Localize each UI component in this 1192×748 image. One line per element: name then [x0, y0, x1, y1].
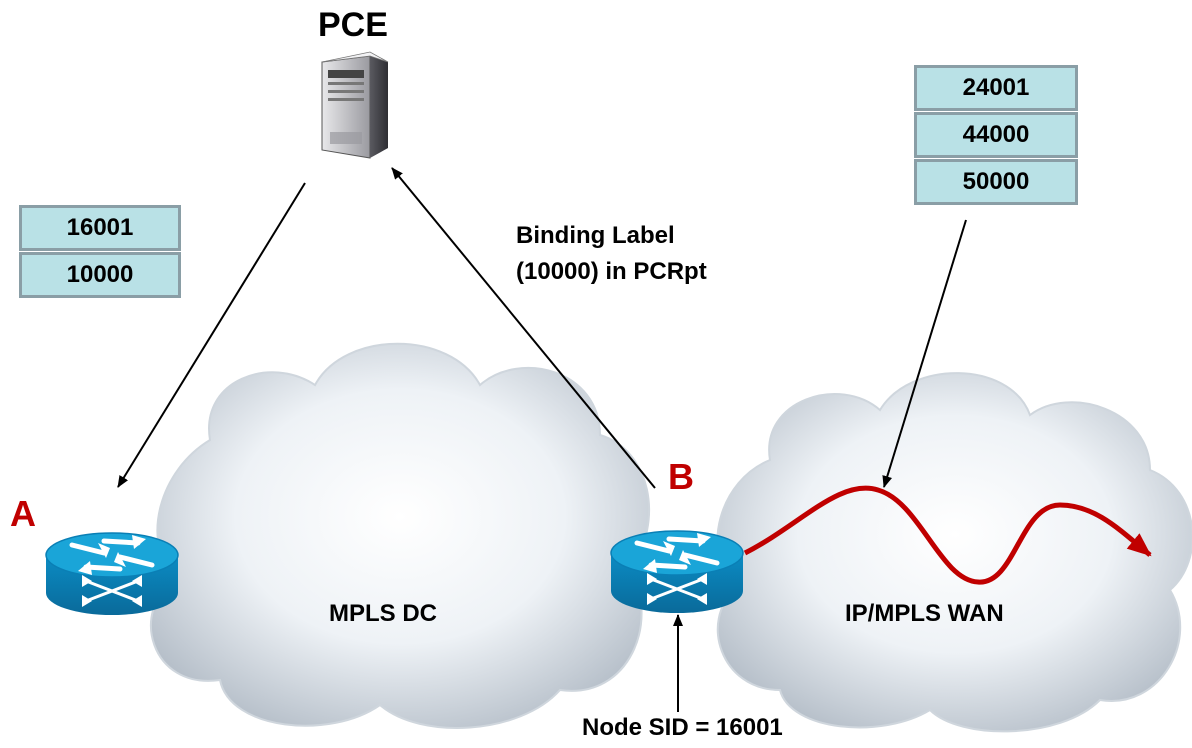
server-icon — [321, 51, 389, 159]
stack-cell: 50000 — [914, 159, 1078, 205]
label-stack-left: 16001 10000 — [19, 205, 181, 298]
pce-title: PCE — [318, 6, 388, 44]
node-sid-label: Node SID = 16001 — [582, 714, 783, 741]
label-stack-right: 24001 44000 50000 — [914, 65, 1078, 205]
router-b-label: B — [668, 456, 694, 497]
arrow-router-b-to-pce — [391, 167, 656, 489]
router-a-label: A — [10, 493, 36, 534]
router-a-icon — [45, 532, 179, 615]
router-b-icon — [610, 530, 744, 613]
cloud-mpls-dc — [150, 342, 651, 729]
stack-cell: 16001 — [19, 205, 181, 251]
binding-label-line-1: Binding Label — [516, 222, 675, 249]
cloud-wan-label: IP/MPLS WAN — [845, 600, 1004, 627]
binding-label-line-2: (10000) in PCRpt — [516, 258, 707, 285]
stack-cell: 24001 — [914, 65, 1078, 111]
stack-cell: 44000 — [914, 112, 1078, 158]
cloud-mpls-dc-label: MPLS DC — [329, 600, 437, 627]
arrow-pce-to-router-a — [117, 182, 306, 488]
binding-label-text: Binding Label (10000) in PCRpt — [516, 218, 707, 290]
arrow-stack-to-wan-path — [882, 219, 967, 488]
wan-path-arrow — [743, 485, 1152, 585]
stack-cell: 10000 — [19, 252, 181, 298]
cloud-ip-mpls-wan — [716, 372, 1192, 733]
